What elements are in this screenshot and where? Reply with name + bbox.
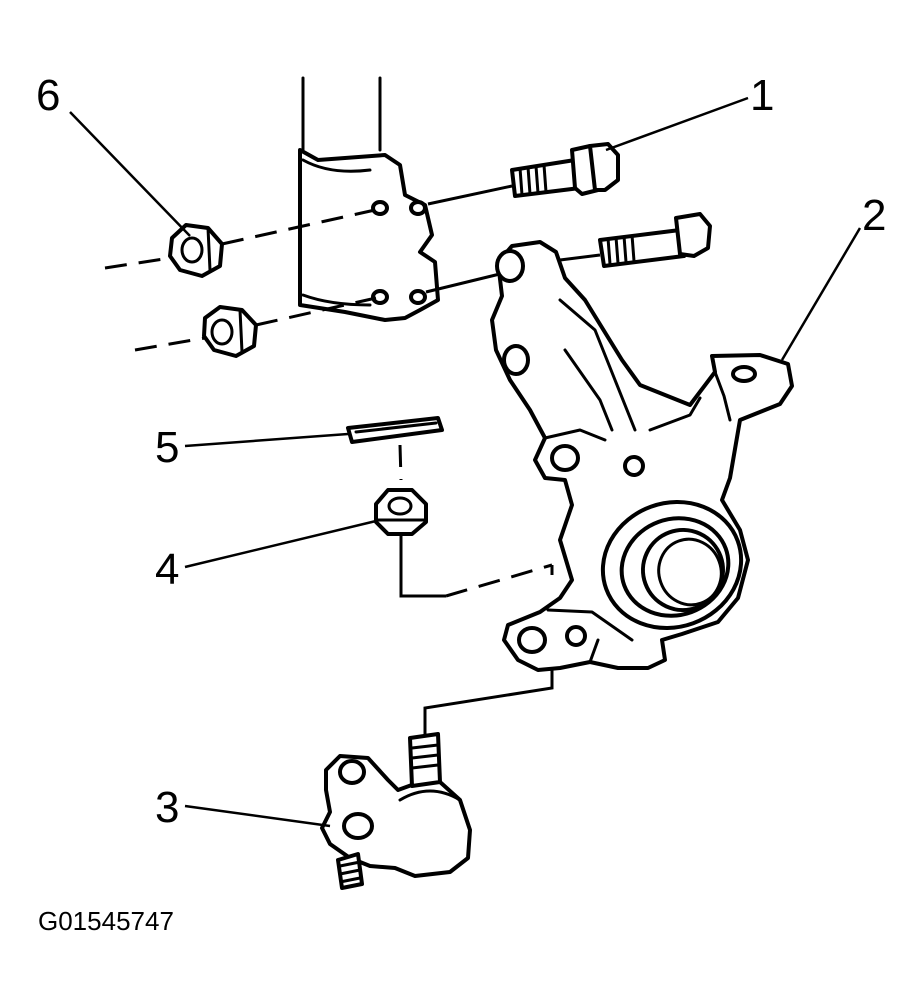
- lower-strut-nut: [202, 305, 258, 358]
- strut-assembly: [298, 76, 440, 322]
- cotter-pin: [346, 416, 444, 481]
- alignment-lines-strut: [104, 184, 601, 352]
- ball-joint-castle-nut: [374, 488, 428, 536]
- callout-5: 5: [155, 423, 179, 472]
- leader-lines: [69, 96, 862, 828]
- upper-strut-bolt: [510, 142, 620, 198]
- callout-4: 4: [155, 545, 179, 594]
- callout-1: 1: [750, 71, 774, 120]
- lower-strut-bolt: [598, 212, 712, 268]
- callout-2: 2: [862, 191, 886, 240]
- steering-knuckle: [490, 240, 794, 672]
- upper-strut-nut: [168, 223, 224, 278]
- figure-id: G01545747: [38, 906, 174, 936]
- callout-3: 3: [155, 783, 179, 832]
- lower-ball-joint: [320, 732, 472, 890]
- callout-6: 6: [36, 71, 60, 120]
- alignment-lines-ball-joint: [399, 534, 554, 735]
